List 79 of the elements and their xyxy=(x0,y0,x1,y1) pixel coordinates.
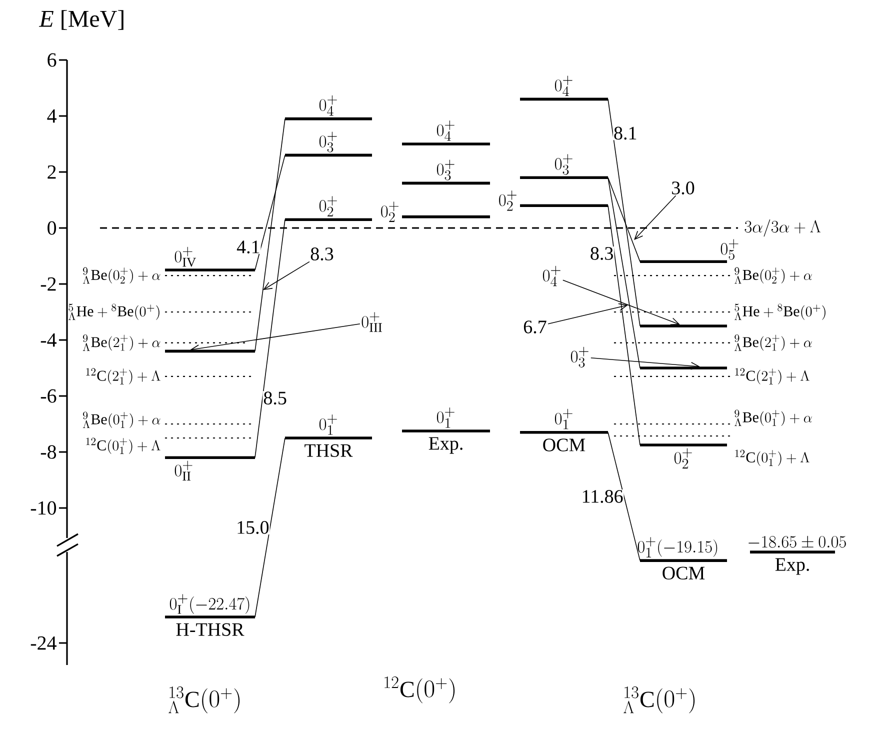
edge-label: 4.1 xyxy=(236,240,261,254)
tick-label: -24 xyxy=(30,636,56,650)
correlation-line xyxy=(608,177,640,368)
leader-arrow xyxy=(548,303,628,324)
correlation-line xyxy=(608,98,640,326)
leader-arrow xyxy=(562,280,680,326)
model-label: H-THSR xyxy=(176,623,244,636)
edge-label: 8.1 xyxy=(613,126,638,140)
state-label: $0^{+}_{4}$ xyxy=(554,76,572,96)
threshold-label: ${}^{12}\mathrm{C}(0^{+}_{1})+\Lambda$ xyxy=(735,450,810,466)
state-label: $0^{+}_{1}(-19.15)$ xyxy=(638,537,718,558)
state-label: $0^{+}_{2}$ xyxy=(319,196,337,216)
threshold-label: $3\alpha/3\alpha+\Lambda$ xyxy=(744,219,820,237)
nucleus-label: ${}^{13}_{\Lambda}\mathrm{C}(0^{+})$ xyxy=(624,686,695,714)
correlation-line xyxy=(608,432,640,561)
state-label: $0^{+}_{3}$ xyxy=(554,154,572,175)
threshold-label: ${}^{12}\mathrm{C}(0^{+}_{1})+\Lambda$ xyxy=(86,438,160,454)
state-label: $0^{+}_{1}$ xyxy=(436,408,454,428)
state-label: $0^{+}_{2}$ xyxy=(499,190,517,211)
nucleus-label: ${}^{12}\mathrm{C}(0^{+})$ xyxy=(384,676,455,704)
tick-label: 0 xyxy=(48,221,56,235)
tick-label: -4 xyxy=(40,333,56,347)
state-label: $0^{+}_{3}$ xyxy=(319,132,337,152)
correlation-line xyxy=(254,154,286,270)
energy-level xyxy=(640,366,727,370)
energy-level xyxy=(165,350,255,353)
state-label: $0^{+}_{1}$ xyxy=(554,408,572,430)
state-label: $0^{+}_{4}$ xyxy=(436,120,454,141)
model-label: Exp. xyxy=(428,437,462,454)
value-label: 8.3 xyxy=(310,248,334,260)
correlation-line xyxy=(254,219,286,458)
state-label: $0^{+}_{1}$ xyxy=(319,414,337,435)
leader-arrow xyxy=(190,323,360,352)
value-label: 3.0 xyxy=(672,182,694,194)
state-label: $-18.65\pm0.05$ xyxy=(748,536,846,548)
tick-label: 4 xyxy=(47,109,56,123)
state-label: $0^{+}_{3}$ xyxy=(570,346,588,368)
state-label: $0^{+}_{\mathrm{III}}$ xyxy=(362,312,382,332)
correlation-line xyxy=(608,205,640,446)
tick-label: -8 xyxy=(40,445,56,459)
tick-label: 6 xyxy=(48,53,56,67)
state-label: $0^{+}_{4}$ xyxy=(542,266,560,286)
state-label: $0^{+}_{3}$ xyxy=(436,160,454,180)
state-label: $0^{+}_{5}$ xyxy=(720,239,738,260)
leader-arrow xyxy=(634,195,676,240)
model-label: Exp. xyxy=(775,558,809,575)
tick-label: -2 xyxy=(40,277,56,291)
threshold-label: ${}^{5}_{\Lambda}\mathrm{He}+{}^{8}\mathrm{Be}(0^{+})$ xyxy=(68,304,160,320)
state-label: $0^{+}_{2}$ xyxy=(381,202,399,222)
tick-label: -10 xyxy=(30,501,56,515)
state-label: $0^{+}_{\mathrm{I}}(-22.47)$ xyxy=(170,594,250,614)
correlation-line xyxy=(254,118,286,352)
tick-label: -6 xyxy=(40,389,56,403)
model-label: OCM xyxy=(662,566,705,580)
leader-arrow xyxy=(263,261,310,290)
threshold-label: ${}^{12}\mathrm{C}(2^{+}_{1})+\Lambda$ xyxy=(86,368,160,384)
nucleus-label: ${}^{13}_{\Lambda}\mathrm{C}(0^{+})$ xyxy=(168,686,240,714)
leader-arrow xyxy=(590,357,700,370)
state-label: $0^{+}_{\mathrm{IV}}$ xyxy=(174,246,196,267)
threshold-label: ${}^{9}_{\Lambda}\mathrm{Be}(0^{+}_{1})+\alpha$ xyxy=(82,412,160,428)
state-label: $0^{+}_{\mathrm{II}}$ xyxy=(174,460,192,481)
correlation-line xyxy=(608,177,640,262)
edge-label: 15.0 xyxy=(236,520,270,534)
energy-level xyxy=(640,324,727,328)
value-label: 6.7 xyxy=(524,320,546,334)
axis-title: E [MeV] xyxy=(38,10,124,30)
threshold-label: ${}^{9}_{\Lambda}\mathrm{Be}(0^{+}_{1})+\alpha$ xyxy=(734,410,812,426)
state-label: $0^{+}_{4}$ xyxy=(319,95,337,116)
model-label: OCM xyxy=(543,438,586,452)
state-label: $0^{+}_{2}$ xyxy=(674,448,692,468)
edge-label: 8.5 xyxy=(262,391,288,406)
edge-label: 11.86 xyxy=(580,490,624,504)
threshold-label: ${}^{9}_{\Lambda}\mathrm{Be}(0^{+}_{2})+\alpha$ xyxy=(734,267,812,284)
correlation-line xyxy=(254,438,286,618)
edge-label: 8.3 xyxy=(589,246,614,260)
threshold-label: ${}^{9}_{\Lambda}\mathrm{Be}(2^{+}_{1})+\alpha$ xyxy=(734,334,812,351)
model-label: THSR xyxy=(304,444,353,457)
tick-label: 2 xyxy=(48,165,56,179)
threshold-label: ${}^{9}_{\Lambda}\mathrm{Be}(0^{+}_{2})+\alpha$ xyxy=(82,267,160,284)
